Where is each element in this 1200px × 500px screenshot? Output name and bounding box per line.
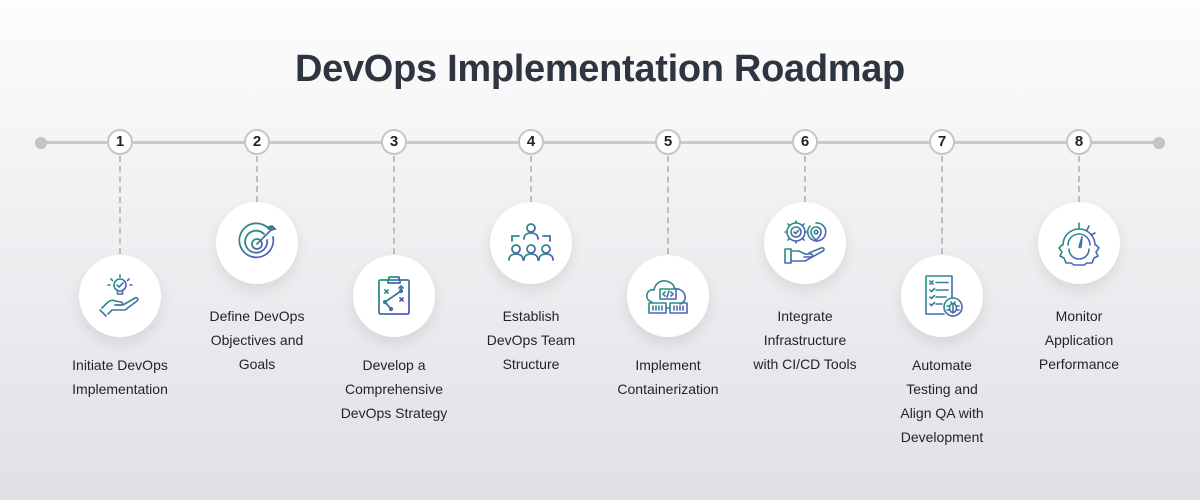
step-label: Define DevOps Objectives and Goals <box>209 308 305 372</box>
strategy-clipboard-icon <box>378 276 410 315</box>
timeline-end-dot <box>1153 137 1165 149</box>
step-connector <box>804 156 806 202</box>
step-label: Monitor Application Performance <box>1038 308 1120 372</box>
step-connector <box>119 156 121 254</box>
step-connector <box>941 156 943 254</box>
step-number-badge: 6 <box>792 129 818 155</box>
step-connector <box>393 156 395 254</box>
step-label: Initiate DevOps Implementation <box>72 357 168 397</box>
step-icon-circle <box>764 202 846 284</box>
step-label: Establish DevOps Team Structure <box>486 308 576 372</box>
team-structure-icon <box>508 223 554 261</box>
step-connector <box>256 156 258 202</box>
gear-location-hand-icon <box>784 220 827 264</box>
target-icon <box>238 222 277 259</box>
step-number-badge: 5 <box>655 129 681 155</box>
step-number-badge: 8 <box>1066 129 1092 155</box>
step-icon-circle <box>353 255 435 337</box>
step-number-badge: 3 <box>381 129 407 155</box>
step-number-badge: 1 <box>107 129 133 155</box>
page-title: DevOps Implementation Roadmap <box>295 48 905 90</box>
step-icon-circle <box>216 202 298 284</box>
checklist-bug-icon <box>925 275 963 317</box>
step-number-badge: 2 <box>244 129 270 155</box>
step-label: Develop a Comprehensive DevOps Strategy <box>340 357 448 421</box>
gauge-gear-icon <box>1058 222 1100 266</box>
step-number-badge: 7 <box>929 129 955 155</box>
lightbulb-hand-icon <box>99 274 139 317</box>
step-connector <box>667 156 669 254</box>
step-label: Integrate Infrastructure with CI/CD Tool… <box>753 308 857 372</box>
step-icon-circle <box>1038 202 1120 284</box>
step-label: Implement Containerization <box>617 357 719 397</box>
cloud-container-icon <box>645 280 688 314</box>
step-icon-circle <box>627 255 709 337</box>
step-icon-circle <box>490 202 572 284</box>
step-icon-circle <box>901 255 983 337</box>
step-label: Automate Testing and Align QA with Devel… <box>900 357 984 445</box>
step-connector <box>1078 156 1080 202</box>
step-icon-circle <box>79 255 161 337</box>
step-number-badge: 4 <box>518 129 544 155</box>
step-connector <box>530 156 532 202</box>
timeline-start-dot <box>35 137 47 149</box>
timeline-line <box>41 141 1159 144</box>
